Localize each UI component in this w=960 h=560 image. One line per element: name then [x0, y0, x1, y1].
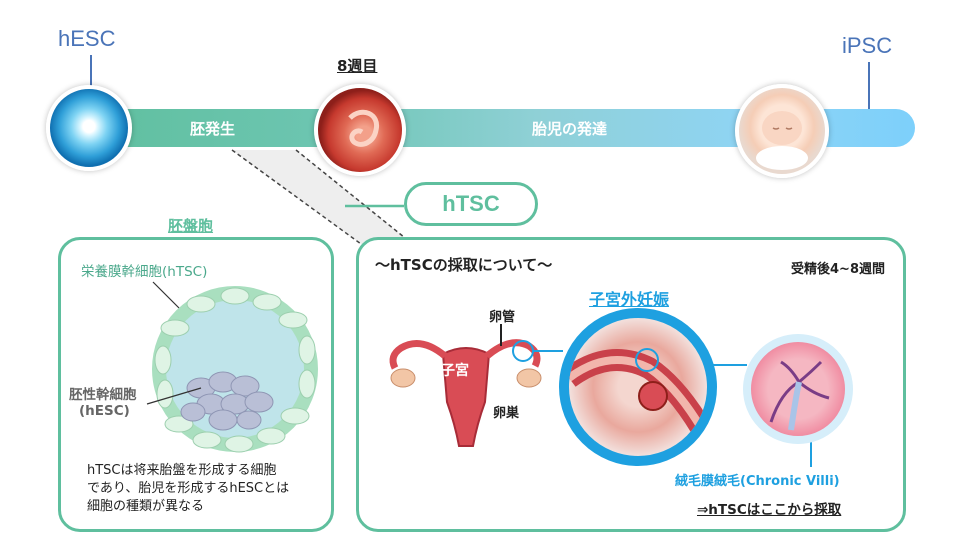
esc-label-line1: 胚性幹細胞 [69, 387, 137, 403]
embryo-highlight [635, 348, 659, 372]
trophoblast-cells [154, 287, 316, 453]
right-ovary [516, 368, 542, 388]
uterus-diagram [389, 339, 542, 447]
embryo-image [314, 84, 406, 176]
left-tube [389, 340, 448, 370]
tube-section-shape [569, 349, 707, 444]
left-ovary [390, 368, 416, 388]
harvest-title: ～hTSCの採取について～ [375, 256, 553, 274]
description-line3: 細胞の種類が異なる [87, 499, 205, 514]
ectopic-pregnancy-title: 子宮外妊娠 [589, 290, 670, 309]
hesc-connector [90, 55, 92, 97]
htsc-harvest-panel: ～hTSCの採取について～ 受精後4~8週間 子宮外妊娠 子宮 卵管 卵巣 [356, 237, 906, 532]
embryo-shape [348, 109, 380, 147]
esc-pointer [146, 387, 202, 405]
ectopic-magnified-image [559, 308, 717, 466]
htsc-badge: hTSC [404, 182, 538, 226]
tube-label: 卵管 [489, 310, 516, 325]
villi-magnifier [743, 334, 853, 444]
hesc-cell-image [46, 85, 132, 171]
ipsc-connector [868, 62, 870, 110]
baby-shape [756, 111, 808, 170]
description-line1: hTSCは将来胎盤を形成する細胞 [87, 463, 277, 478]
villi-label: 絨毛膜絨毛(Chronic Villi) [675, 474, 840, 489]
description-line2: であり、胎児を形成するhESCとは [87, 481, 290, 496]
ovary-label: 卵巣 [493, 406, 520, 421]
tube-pointer [500, 324, 502, 346]
blastocyst-panel: 栄養膜幹細胞(hTSC) [58, 237, 334, 532]
stage-fetal-development: 胎児の発達 [532, 120, 608, 138]
esc-label-line2: (hESC) [79, 403, 130, 419]
villi-shape [769, 360, 830, 431]
inner-cell-mass [180, 371, 274, 431]
trophoblast-label: 栄養膜幹細胞(hTSC) [81, 264, 208, 280]
uterus-body [441, 347, 491, 447]
uterus-label: 子宮 [441, 363, 469, 379]
hesc-label: hESC [58, 26, 116, 51]
htsc-badge-label: hTSC [442, 191, 500, 216]
blastocyst-title: 胚盤胞 [168, 217, 214, 235]
blastocyst-description: hTSCは将来胎盤を形成する細胞 であり、胎児を形成するhESCとは 細胞の種類… [87, 462, 289, 516]
period-label: 受精後4~8週間 [791, 262, 885, 277]
week-label: 8週目 [337, 57, 378, 75]
harvest-source-label: ⇒hTSCはここから採取 [697, 502, 842, 518]
blastocyst-diagram [146, 281, 318, 453]
ipsc-label: iPSC [842, 33, 893, 58]
right-tube [484, 339, 541, 368]
stage-embryogenesis: 胚発生 [190, 120, 236, 138]
baby-image [735, 84, 829, 178]
